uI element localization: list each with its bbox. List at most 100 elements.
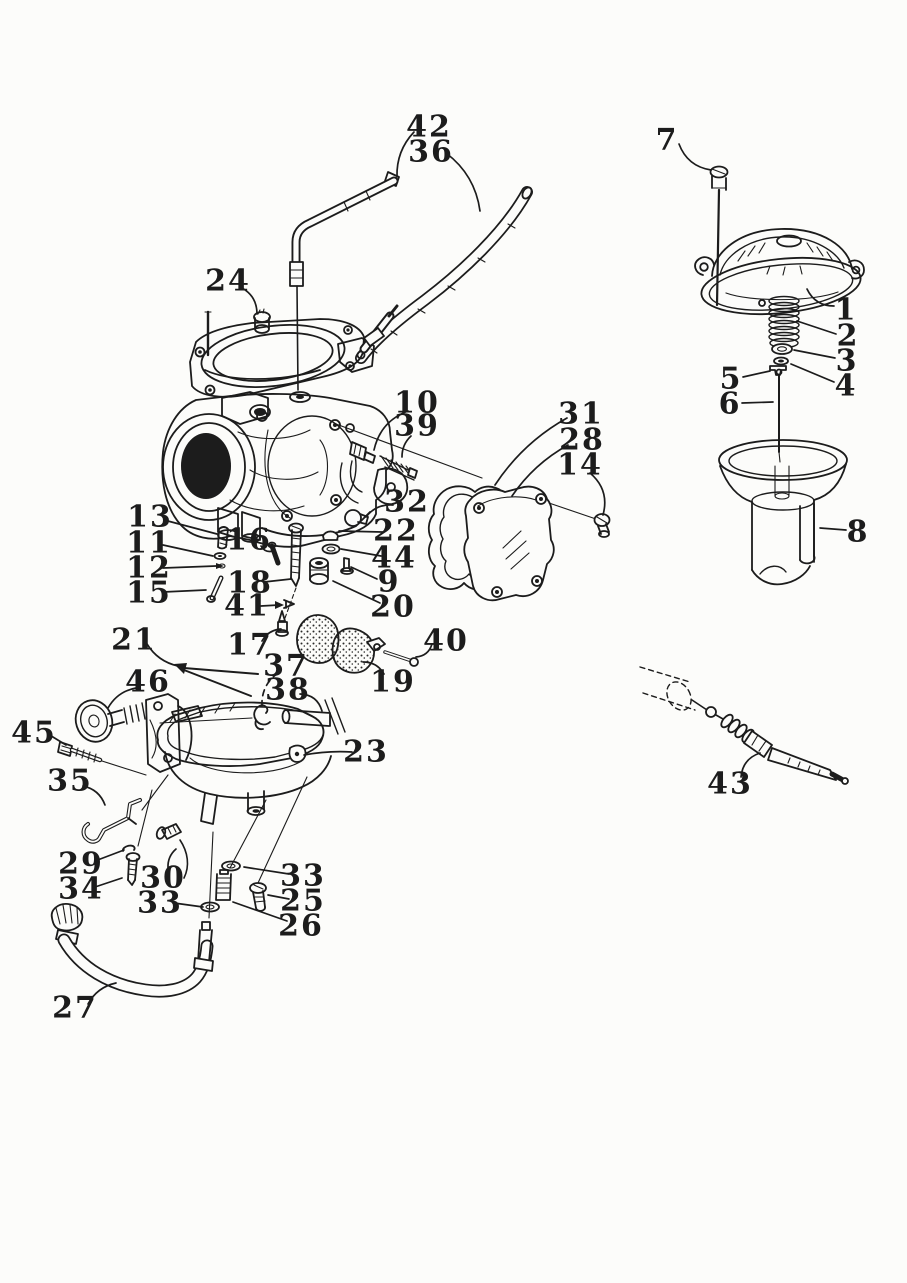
callout-label-37-30: 37 [263, 649, 309, 684]
leader-line-15-24 [162, 589, 207, 593]
leader-line-10-11 [373, 410, 409, 451]
callout-label-4-7: 4 [835, 369, 858, 404]
leader-line-33-41 [173, 902, 204, 908]
small-parts [206, 522, 354, 637]
callout-label-42-0: 42 [406, 110, 452, 145]
callout-label-39-12: 39 [394, 409, 440, 444]
spring-2 [768, 295, 800, 349]
leader-line-28-14 [511, 444, 569, 497]
leader-line-34-39 [94, 877, 123, 888]
callout-label-36-1: 36 [408, 135, 454, 170]
callout-label-8-10: 8 [847, 515, 870, 550]
jet-needle-6 [775, 368, 783, 463]
callout-label-17-28: 17 [227, 628, 273, 663]
fuel-hose-27 [50, 903, 214, 998]
float-bowl-23 [137, 701, 332, 919]
leader-line-39-12 [401, 435, 412, 458]
main-jet-26 [215, 869, 232, 901]
callout-label-11-22: 11 [126, 526, 172, 561]
washer-33-right [221, 860, 241, 872]
callout-label-14-15: 14 [557, 448, 603, 483]
callout-label-33-42: 33 [280, 859, 326, 894]
leader-line-32-16 [365, 504, 394, 518]
leader-line-24-2 [239, 286, 258, 315]
float-chamber-cover-28 [463, 485, 597, 602]
callout-label-40-32: 40 [423, 624, 469, 659]
vacuum-slide-8 [718, 439, 848, 586]
callout-label-35-37: 35 [47, 764, 93, 799]
callout-label-27-45: 27 [52, 991, 98, 1026]
leader-line-46-35 [107, 687, 137, 709]
callout-label-46-35: 46 [125, 665, 171, 700]
callout-label-30-40: 30 [140, 861, 186, 896]
leader-line-35-37 [82, 785, 106, 806]
callout-label-38-31: 38 [265, 673, 311, 708]
callout-label-20-20: 20 [370, 590, 416, 625]
leader-line-36-1 [445, 152, 481, 212]
leader-line-14-15 [589, 472, 606, 516]
callout-label-7-3: 7 [656, 123, 679, 158]
leader-line-2-5 [796, 320, 837, 335]
callout-label-25-43: 25 [280, 884, 326, 919]
throttle-cable [289, 171, 400, 403]
clip-37 [253, 704, 271, 731]
callout-label-21-29: 21 [111, 623, 157, 658]
callout-label-23-34: 23 [343, 735, 389, 770]
leader-line-44-18 [340, 548, 382, 557]
screw-30 [155, 823, 189, 879]
leader-line-27-45 [87, 982, 117, 1005]
callout-label-29-38: 29 [58, 847, 104, 882]
leader-line-4-7 [790, 363, 835, 383]
leader-line-17-28 [261, 628, 282, 642]
callout-label-24-2: 24 [205, 264, 251, 299]
callout-label-28-14: 28 [559, 423, 605, 458]
callout-label-31-13: 31 [558, 397, 604, 432]
bracket-35 [81, 798, 142, 844]
choke-cable-43 [639, 666, 849, 785]
diaphragm-cover-1 [694, 228, 865, 316]
callout-label-45-36: 45 [11, 716, 57, 751]
leader-line-3-6 [793, 349, 836, 359]
leader-line-23-34 [303, 750, 353, 756]
leader-line-13-21 [163, 519, 218, 535]
callout-label-34-39: 34 [58, 872, 104, 907]
callout-label-32-16: 32 [384, 485, 430, 520]
callout-label-16-25: 16 [226, 523, 272, 558]
leader-line-22-17 [338, 530, 384, 533]
leader-line-42-0 [396, 131, 415, 178]
mounting-flange [189, 304, 399, 398]
callout-label-44-18: 44 [371, 541, 417, 576]
callout-label-26-44: 26 [278, 909, 324, 944]
leader-line-16-25 [260, 545, 274, 553]
callout-label-13-21: 13 [127, 500, 173, 535]
leader-line-31-13 [494, 417, 568, 486]
leader-line-11-22 [162, 544, 214, 557]
screw-14 [593, 513, 611, 538]
callout-label-19-33: 19 [370, 665, 416, 700]
callout-label-2-5: 2 [837, 319, 860, 354]
callout-label-18-26: 18 [227, 566, 273, 601]
leader-line-38-31 [299, 693, 323, 712]
leader-line-29-38 [94, 849, 125, 862]
leader-line-37-30 [261, 672, 279, 707]
vent-hose [355, 186, 533, 364]
linkage-21 [174, 663, 259, 697]
callout-label-15-24: 15 [126, 576, 172, 611]
callout-label-10-11: 10 [394, 386, 440, 421]
bolt-45 [57, 741, 147, 776]
leader-line-6-9 [741, 401, 774, 404]
leader-line-40-32 [415, 643, 433, 658]
leader-line-30-40 [167, 848, 177, 869]
leader-line-9-19 [350, 566, 378, 580]
callout-label-6-9: 6 [719, 387, 742, 422]
callout-label-9-19: 9 [378, 565, 401, 600]
leader-line-21-29 [146, 643, 179, 667]
callout-label-41-27: 41 [224, 589, 270, 624]
leader-line-25-43 [267, 894, 290, 900]
screw-34 [125, 852, 141, 886]
pilot-screw-and-spring [349, 441, 418, 481]
screw-7 [709, 165, 729, 307]
choke-plunger-46 [74, 693, 193, 811]
